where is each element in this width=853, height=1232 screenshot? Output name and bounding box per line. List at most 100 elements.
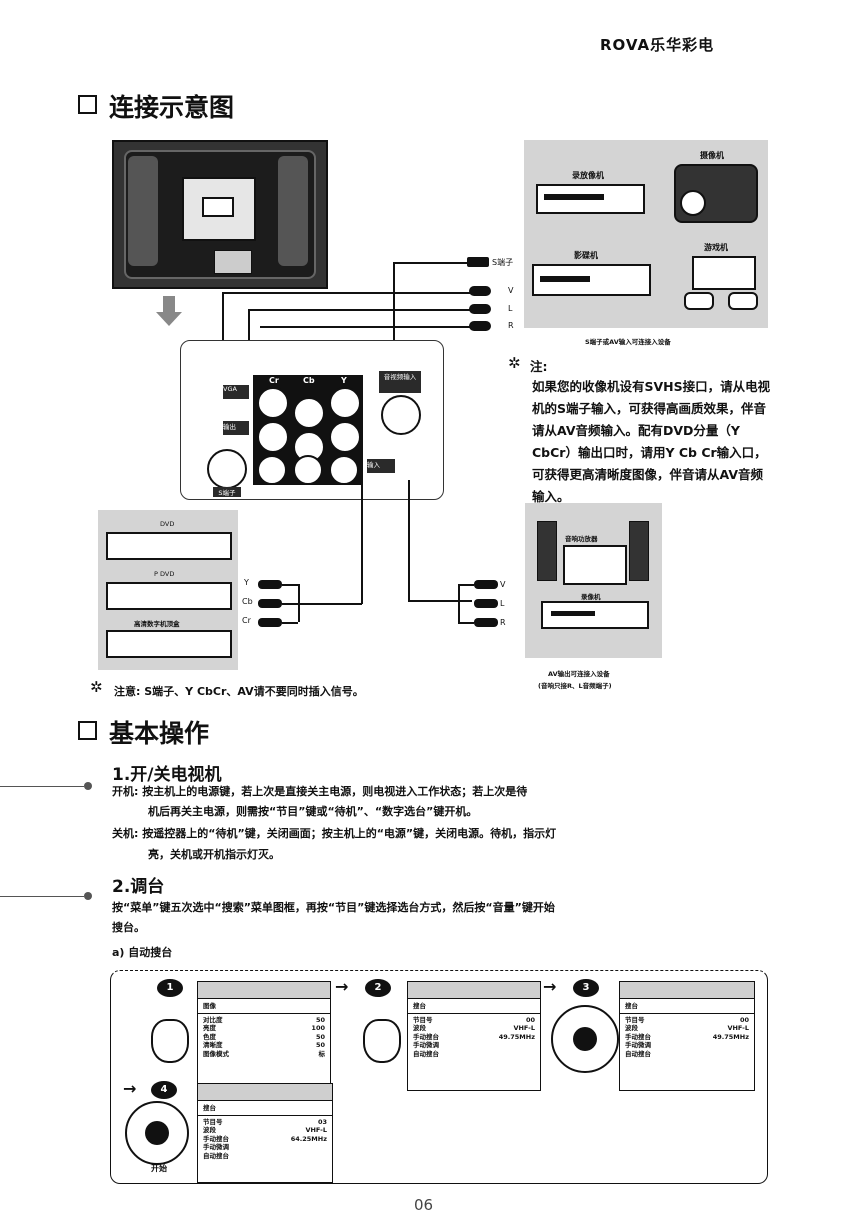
menu-row-value: VHF-L [305,1126,327,1134]
hd-sources-box: DVD P DVD 高清数字机顶盒 [98,510,238,670]
panel-y-label: Y [341,376,347,385]
bullet-dot-icon [84,782,92,790]
y-plug-icon [258,580,282,589]
checkbox-icon [78,95,97,114]
power-on-text-2: 机后再关主电源，则需按“节目”键或“待机”、“数字选台”键开机。 [148,805,478,818]
section-title-connection: 连接示意图 [78,88,234,124]
power-on-line-1: 开机: 按主机上的电源键，若上次是直接关主电源，则电视进入工作状态；若上次是待 [112,782,527,802]
power-on-text-1: 按主机上的电源键，若上次是直接关主电源，则电视进入工作状态；若上次是待 [142,785,528,798]
step-2-badge: 2 [365,979,391,997]
hand-press-icon [151,1019,189,1063]
down-arrow-icon [163,296,175,314]
step-3-badge: 3 [573,979,599,997]
panel-cr-label: Cr [269,376,279,385]
r-label: R [508,321,514,330]
tuning-sub: a) 自动搜台 [112,946,173,959]
menu-row-key: 波段 [413,1024,426,1032]
cb-plug-icon [258,599,282,608]
source-box-caption: S端子或AV输入可连接入设备 [585,338,671,346]
pdvd-device [106,582,232,610]
out-l-plug-icon [474,599,498,608]
menu-row: 清晰度 50 [203,1041,325,1050]
jack-cr [257,387,289,419]
section-title-text: 连接示意图 [109,93,235,122]
menu-icon-bar [408,982,540,999]
menu-icon-bar [620,982,754,999]
bullet-dot-icon [84,892,92,900]
device-camcorder-label: 摄像机 [700,151,724,160]
tuning-title: 2.调台 [112,877,165,897]
power-off-label: 关机: [112,827,139,840]
jack-y [329,387,361,419]
menu-4-title: 搜台 [198,1101,332,1116]
menu-row: 自动搜台 [413,1050,535,1059]
power-off-text-1: 按遥控器上的“待机”键，关闭画面；按主机上的“电源”键，关闭电源。待机，指示灯 [142,827,557,840]
step-4-badge: 4 [151,1081,177,1099]
menu-row-key: 清晰度 [203,1041,223,1049]
page-number: 06 [414,1196,434,1214]
menu-row: 手动微调 [203,1143,327,1152]
menu-row-value: 49.75MHz [498,1032,535,1041]
l-plug-icon [469,304,491,314]
pdvd-label: P DVD [154,570,175,578]
checkbox-icon [78,721,97,740]
power-off-line-1: 关机: 按遥控器上的“待机”键，关闭画面；按主机上的“电源”键，关闭电源。待机，… [112,824,556,844]
cr-plug-icon [258,618,282,627]
dvd-label: DVD [160,520,175,528]
right-arrow-icon: → [335,977,349,996]
menu-row-key: 对比度 [203,1015,223,1024]
right-arrow-icon: → [543,977,557,996]
warning-label: 注意: [114,685,141,698]
warning-text: S端子、Y CbCr、AV请不要同时插入信号。 [144,685,364,698]
amp-label: 音响功放器 [565,535,598,543]
s-terminal-label: S端子 [492,258,514,267]
y-label: Y [244,578,249,587]
tuning-text-1: 按“菜单”键五次选中“搜索”菜单图框，再按“节目”键选择选台方式，然后按“音量”… [112,901,555,914]
menu-row-key: 手动微调 [413,1041,439,1049]
speaker-icon [537,521,557,581]
menu-row-key: 节目号 [625,1015,645,1024]
hd-player-label: 高清数字机顶盒 [134,620,180,628]
menu-row-value: 50 [315,1041,325,1049]
hd-player-device [106,630,232,658]
jack-cb [293,397,325,429]
av-output-box: 音响功放器 录像机 [525,503,662,658]
speaker-icon [629,521,649,581]
menu-row-value: 标 [318,1049,326,1058]
panel-vga-label: VGA [223,385,249,399]
panel-s-terminal-label: S端子 [213,487,241,497]
start-label: 开始 [151,1164,167,1173]
jack-6 [329,455,359,485]
gamepad-icon [684,292,714,310]
menu-row-key: 节目号 [413,1015,433,1024]
menu-row-value: 49.75MHz [712,1032,749,1041]
lightbulb-icon: ✲ [508,354,521,372]
device-vcr-label: 录放像机 [572,171,604,180]
jack-1 [257,421,289,453]
out-r-plug-icon [474,618,498,627]
menu-icon-bar [198,1084,332,1101]
out-l-label: L [500,599,505,608]
menu-row: 手动微调 [413,1041,535,1050]
menu-row-value: 64.25MHz [290,1134,327,1143]
out-r-label: R [500,618,506,627]
menu-row-key: 波段 [203,1126,216,1134]
warning-line: 注意: S端子、Y CbCr、AV请不要同时插入信号。 [114,683,364,699]
menu-row-key: 手动微调 [203,1143,229,1151]
menu-row-value: 100 [311,1024,325,1032]
game-device [692,256,756,290]
camcorder-device [674,164,758,223]
